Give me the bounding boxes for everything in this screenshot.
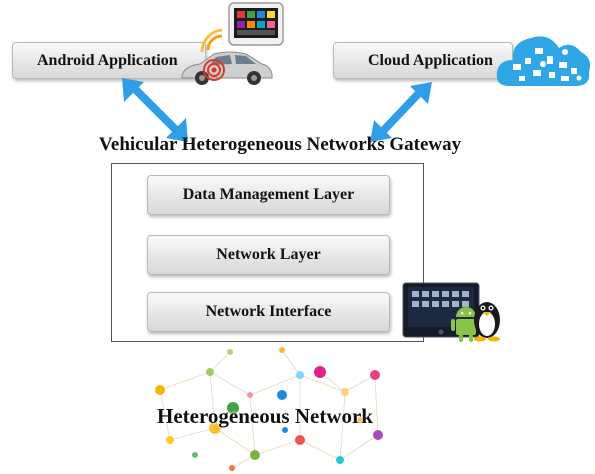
linux-penguin-icon: [474, 302, 500, 342]
cloud-icon: [496, 36, 590, 86]
android-application-label: Android Application: [37, 51, 178, 69]
data-management-layer-label: Data Management Layer: [182, 186, 355, 203]
android-application-box: Android Application: [12, 42, 206, 79]
network-layer-label: Network Layer: [216, 246, 321, 263]
network-layer-box: Network Layer: [147, 235, 390, 275]
left-double-arrow-icon: [122, 78, 188, 142]
data-management-layer-box: Data Management Layer: [147, 175, 390, 215]
phone-icon: [228, 2, 284, 46]
network-interface-box: Network Interface: [147, 292, 390, 332]
gateway-title: Vehicular Heterogeneous Networks Gateway: [98, 134, 462, 155]
right-double-arrow-icon: [370, 82, 432, 142]
network-interface-label: Network Interface: [205, 303, 332, 320]
cloud-application-box: Cloud Application: [333, 42, 513, 79]
cloud-application-label: Cloud Application: [368, 51, 493, 69]
heterogeneous-network-label: Heterogeneous Network: [157, 404, 373, 428]
car-wifi-icon: [181, 28, 273, 85]
